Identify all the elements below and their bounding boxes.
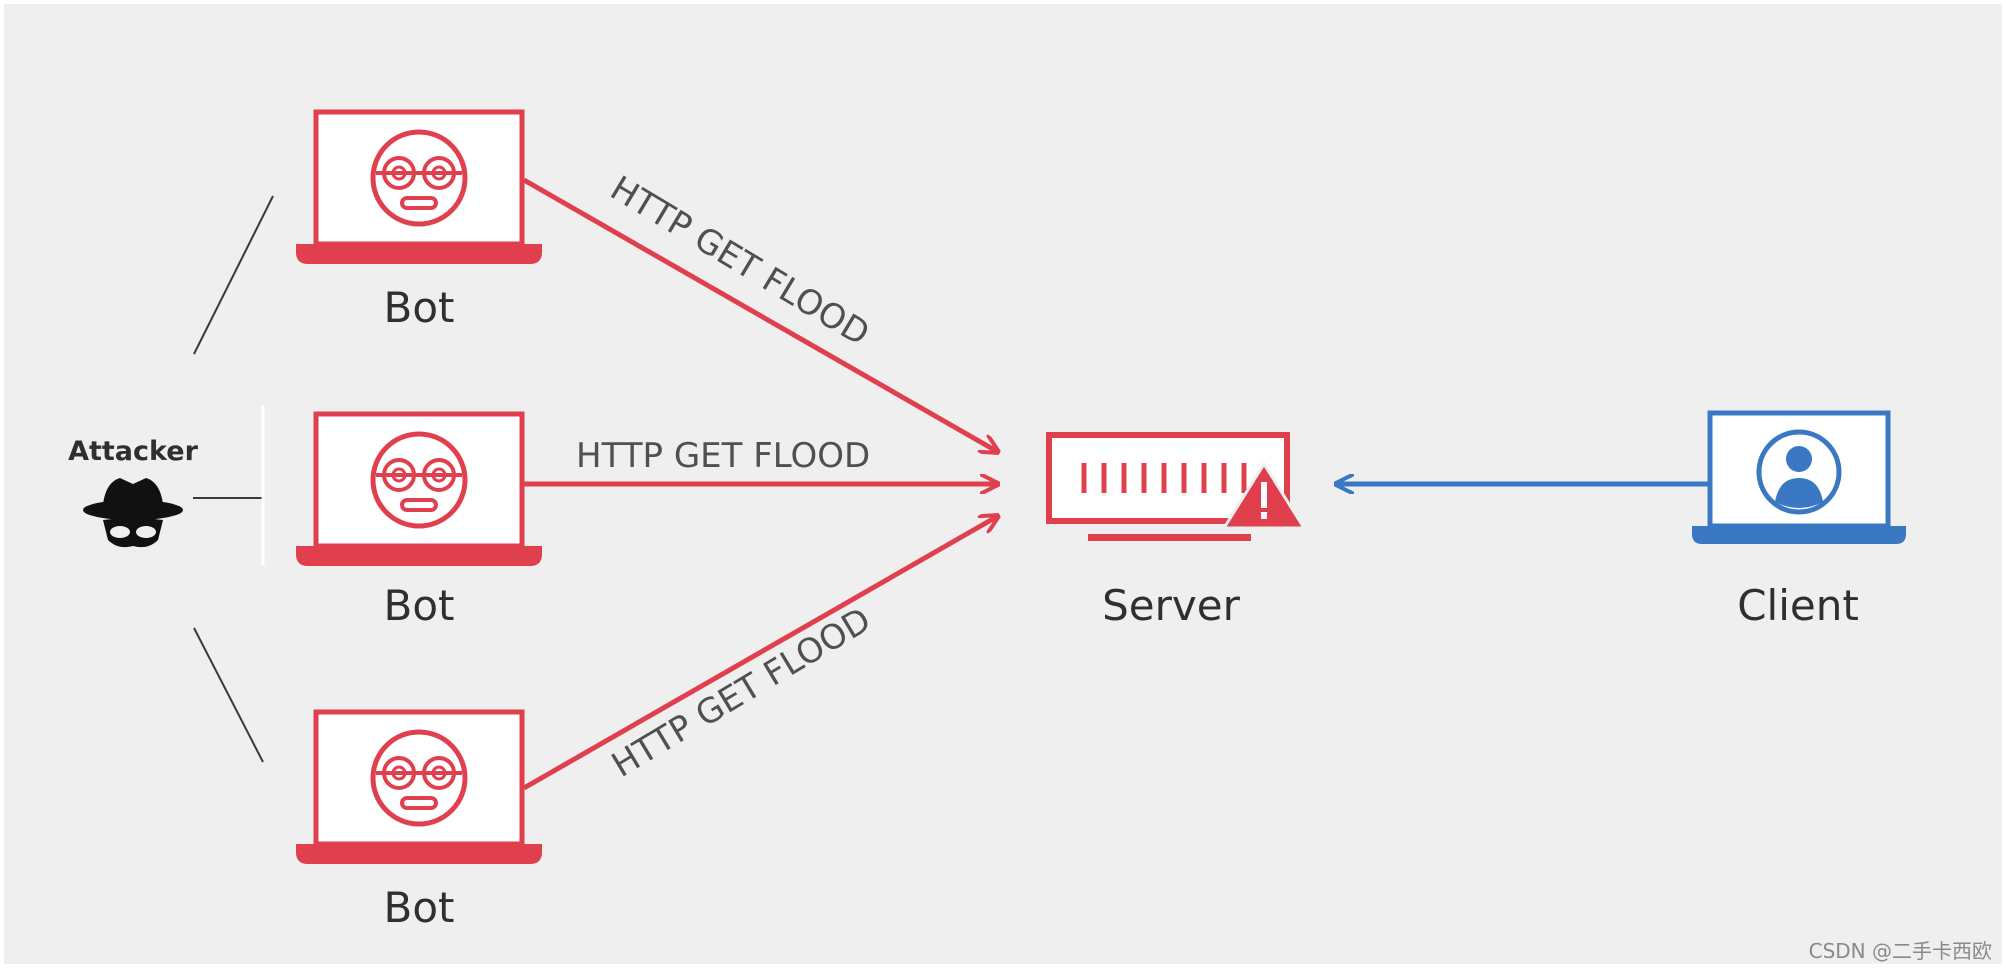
bot-top: Bot xyxy=(296,112,542,332)
server-label: Server xyxy=(1102,581,1240,630)
attack-arrows xyxy=(522,177,998,791)
robot-icon xyxy=(296,414,542,566)
robot-icon xyxy=(296,712,542,864)
flood-arrow-bottom xyxy=(522,516,998,791)
attacker: Attacker xyxy=(68,436,199,548)
bot-middle: Bot xyxy=(296,414,542,630)
user-icon xyxy=(1692,410,1906,544)
client-label: Client xyxy=(1737,581,1859,630)
flood-arrow-top xyxy=(522,177,998,452)
watermark: CSDN @二手卡西欧 xyxy=(1809,939,1992,963)
attacker-link-top xyxy=(193,195,274,355)
bot-label: Bot xyxy=(384,883,455,932)
spy-icon xyxy=(83,478,183,548)
robot-icon xyxy=(296,112,542,264)
client: Client xyxy=(1692,410,1906,630)
bot-label: Bot xyxy=(384,581,455,630)
bot-bottom: Bot xyxy=(296,712,542,932)
attacker-links xyxy=(193,195,274,763)
attacker-label: Attacker xyxy=(68,436,198,467)
attacker-link-bottom xyxy=(193,627,264,763)
server: Server xyxy=(1046,432,1306,630)
flood-label-middle: HTTP GET FLOOD xyxy=(576,436,870,476)
bot-label: Bot xyxy=(384,283,455,332)
server-alert-icon xyxy=(1046,432,1306,541)
